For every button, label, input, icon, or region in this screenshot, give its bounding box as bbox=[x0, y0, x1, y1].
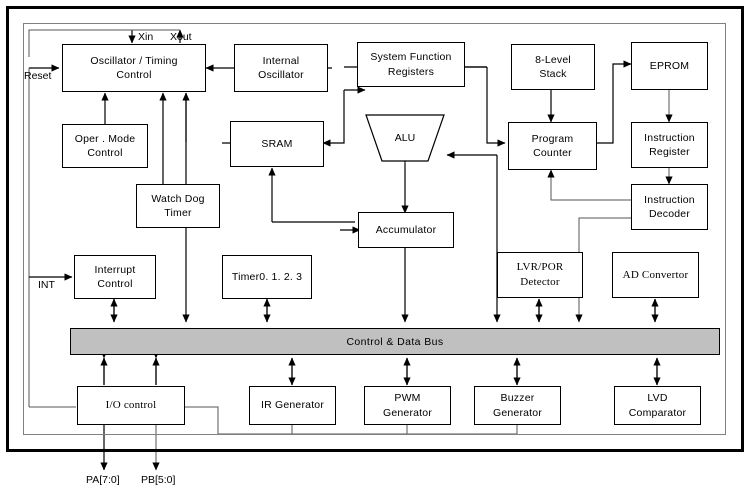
block-label: Instruction bbox=[644, 131, 695, 144]
block-instruction-decoder[interactable]: Instruction Decoder bbox=[631, 184, 708, 230]
block-label: Stack bbox=[539, 68, 567, 80]
block-label: Control bbox=[116, 69, 152, 81]
block-watch-dog-timer[interactable]: Watch Dog Timer bbox=[136, 184, 220, 228]
block-label: IR Generator bbox=[260, 399, 325, 412]
bus-label: Control & Data Bus bbox=[346, 335, 444, 348]
block-label: Program bbox=[531, 132, 574, 145]
block-label: Control bbox=[87, 147, 123, 159]
block-label: ALU bbox=[394, 132, 416, 144]
block-label: Timer0. 1. 2. 3 bbox=[231, 270, 303, 283]
block-alu[interactable]: ALU bbox=[363, 113, 447, 163]
block-label: EPROM bbox=[649, 59, 690, 72]
signal-label-xin: Xin bbox=[138, 31, 154, 43]
block-label: Generator bbox=[492, 406, 543, 419]
block-label: Watch Dog bbox=[151, 192, 205, 205]
block-label: PWM bbox=[394, 392, 421, 405]
block-instruction-register[interactable]: Instruction Register bbox=[631, 122, 708, 168]
block-label: Decoder bbox=[648, 208, 691, 220]
diagram-outer-frame bbox=[6, 6, 744, 452]
block-label: Registers bbox=[387, 65, 435, 78]
block-program-counter[interactable]: Program Counter bbox=[508, 122, 597, 170]
block-label: Oscillator / Timing bbox=[90, 54, 178, 67]
block-label: Counter bbox=[533, 147, 572, 159]
block-io-control[interactable]: I/O control bbox=[77, 386, 185, 425]
block-label: Internal bbox=[262, 54, 300, 67]
block-eprom[interactable]: EPROM bbox=[631, 42, 708, 90]
block-label: System Function bbox=[370, 51, 452, 64]
signal-label-pb: PB[5:0] bbox=[141, 474, 176, 486]
block-pwm-generator[interactable]: PWM Generator bbox=[364, 386, 451, 425]
block-interrupt-control[interactable]: Interrupt Control bbox=[74, 255, 156, 299]
block-lvd-comparator[interactable]: LVD Comparator bbox=[614, 386, 701, 425]
block-label: Buzzer bbox=[500, 392, 535, 405]
block-label: AD Convertor bbox=[622, 268, 689, 281]
block-oper-mode-control[interactable]: Oper . Mode Control bbox=[62, 124, 148, 168]
block-label: Accumulator bbox=[375, 223, 437, 236]
block-lvr-por-detector[interactable]: LVR/POR Detector bbox=[497, 252, 583, 298]
block-label: I/O control bbox=[105, 399, 157, 412]
block-label: Oper . Mode bbox=[74, 132, 136, 145]
signal-label-reset: Reset bbox=[24, 70, 52, 82]
block-label: Interrupt bbox=[94, 263, 136, 276]
block-internal-oscillator[interactable]: Internal Oscillator bbox=[234, 44, 328, 92]
block-accumulator[interactable]: Accumulator bbox=[358, 212, 454, 248]
block-ir-generator[interactable]: IR Generator bbox=[249, 386, 336, 425]
block-label: Generator bbox=[382, 406, 433, 419]
block-label: Register bbox=[649, 146, 690, 158]
block-label: Detector bbox=[520, 276, 560, 288]
block-label: 8-Level bbox=[535, 53, 571, 66]
block-buzzer-generator[interactable]: Buzzer Generator bbox=[474, 386, 561, 425]
block-label: Oscillator bbox=[258, 69, 304, 81]
block-label: Control bbox=[97, 278, 133, 290]
block-label: Timer bbox=[164, 207, 192, 219]
block-8-level-stack[interactable]: 8-Level Stack bbox=[511, 44, 595, 90]
signal-label-xout: Xout bbox=[170, 31, 192, 43]
block-ad-convertor[interactable]: AD Convertor bbox=[612, 252, 699, 298]
signal-label-pa: PA[7:0] bbox=[86, 474, 120, 486]
block-label: LVR/POR bbox=[516, 261, 564, 274]
signal-label-int: INT bbox=[38, 279, 55, 291]
block-label: Instruction bbox=[644, 193, 695, 206]
block-timers[interactable]: Timer0. 1. 2. 3 bbox=[222, 255, 312, 299]
block-sram[interactable]: SRAM bbox=[230, 121, 324, 167]
block-label: SRAM bbox=[261, 137, 293, 150]
block-oscillator-timing-control[interactable]: Oscillator / Timing Control bbox=[62, 44, 206, 92]
diagram-inner-frame bbox=[23, 23, 726, 435]
block-label: LVD bbox=[647, 392, 668, 405]
control-and-data-bus[interactable]: Control & Data Bus bbox=[70, 328, 720, 355]
block-label: Comparator bbox=[628, 406, 687, 419]
block-system-function-registers[interactable]: System Function Registers bbox=[357, 42, 465, 87]
